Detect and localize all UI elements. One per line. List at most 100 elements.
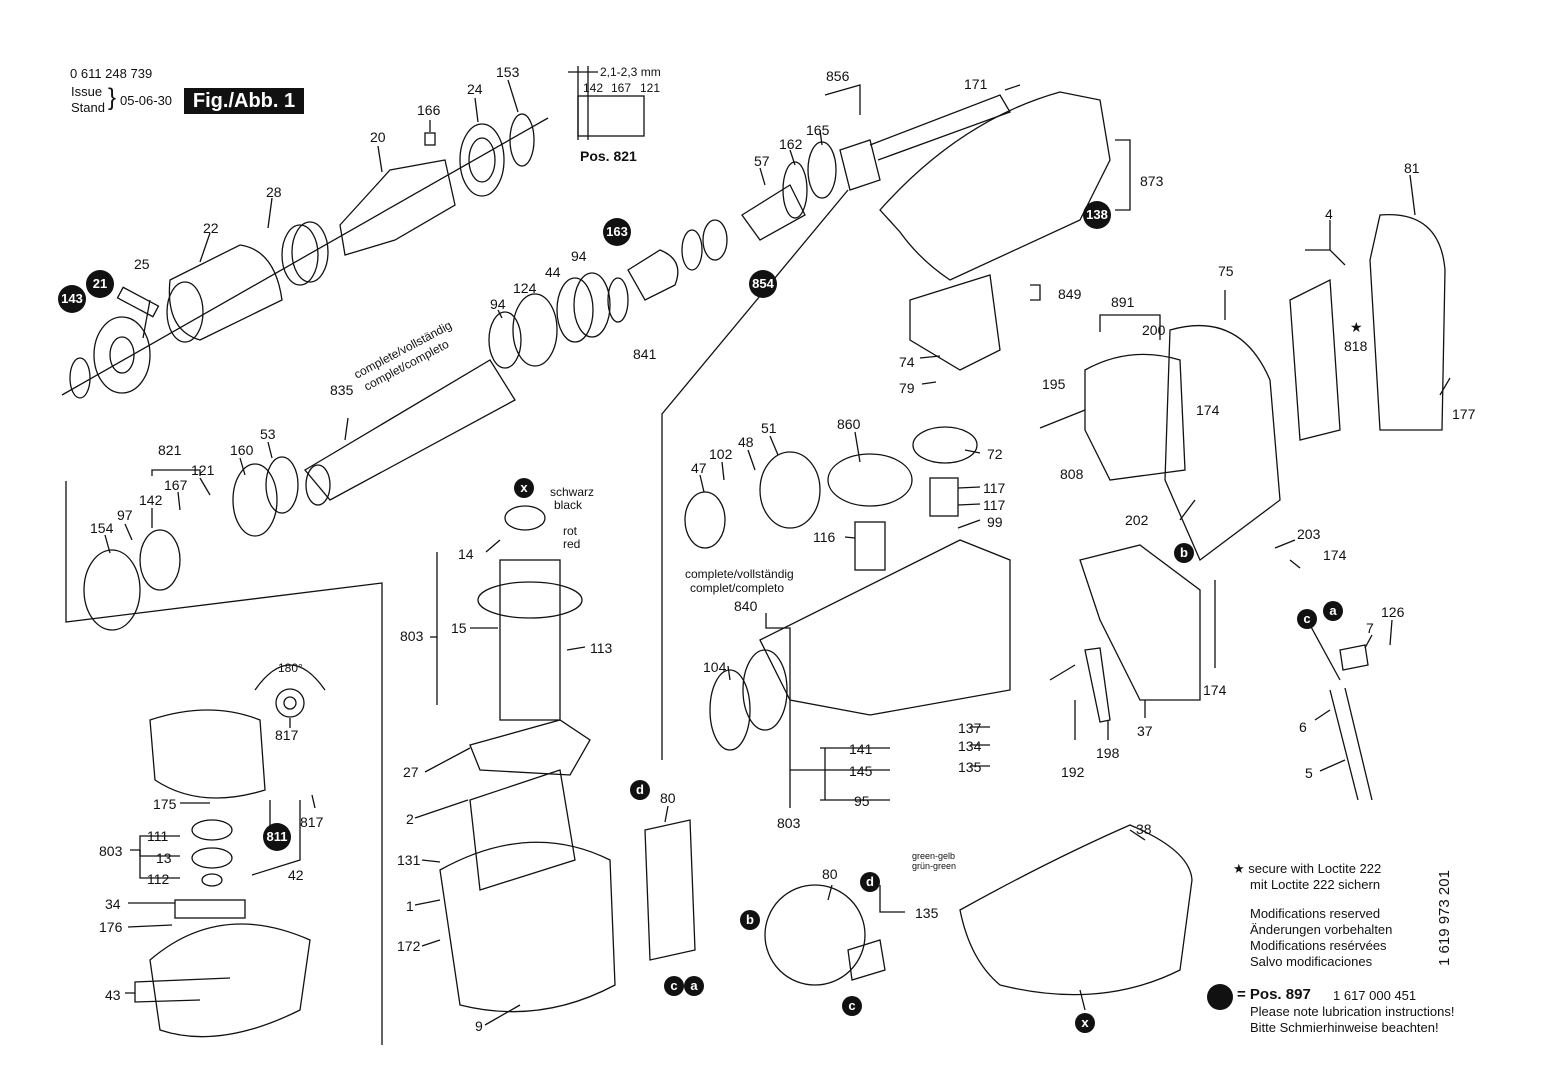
label-126: 126 [1381, 604, 1405, 620]
inset-dimension: 2,1-2,3 mm [600, 65, 661, 79]
label-808: 808 [1060, 466, 1084, 482]
label-202: 202 [1125, 512, 1149, 528]
part-brush-plate [149, 709, 266, 799]
label-48: 48 [738, 434, 754, 450]
document-number: 1 619 973 201 [1436, 870, 1453, 966]
part-piston-57 [741, 184, 806, 241]
part-case-38 [959, 824, 1193, 996]
label-79: 79 [899, 380, 915, 396]
divider-line [661, 189, 849, 760]
connector-d-top: d [630, 780, 650, 800]
label-74: 74 [899, 354, 915, 370]
part-piston-856 [839, 139, 881, 191]
label-9: 9 [475, 1018, 483, 1034]
label-15: 15 [451, 620, 467, 636]
part-ring-28 [281, 224, 319, 286]
label-94a: 94 [490, 296, 506, 312]
label-131: 131 [397, 852, 421, 868]
wire-green-yellow: green-gelb [912, 851, 956, 861]
label-113: 113 [590, 640, 613, 656]
label-124: 124 [513, 280, 537, 296]
connector-b-handle: b [1174, 543, 1194, 563]
label-51: 51 [761, 420, 777, 436]
label-166: 166 [417, 102, 441, 118]
inset-part-142: 142 [583, 81, 604, 95]
figure-label: Fig./Abb. 1 [184, 88, 304, 114]
label-24: 24 [467, 81, 483, 97]
part-112 [201, 873, 223, 887]
part-handle-81 [1369, 213, 1446, 431]
connector-c-cord: c [1297, 609, 1317, 629]
note-complete-b: complete/vollständig [685, 567, 794, 581]
label-2: 2 [406, 811, 414, 827]
part-7 [1339, 644, 1369, 671]
part-cord-5 [1329, 689, 1359, 801]
inset-caption: Pos. 821 [580, 148, 637, 164]
label-162: 162 [779, 136, 803, 152]
legend-pos-number: 1 617 000 451 [1333, 988, 1417, 1003]
label-5: 5 [1305, 765, 1313, 781]
label-72: 72 [987, 446, 1003, 462]
label-177: 177 [1452, 406, 1476, 422]
part-bearing-14 [504, 505, 546, 531]
label-44: 44 [545, 264, 561, 280]
note-complete-b2: complet/completo [690, 581, 785, 595]
divider-line [65, 481, 383, 1045]
label-38: 38 [1136, 821, 1152, 837]
part-ring-165 [807, 141, 837, 199]
label-860: 860 [837, 416, 861, 432]
part-bearing-24 [459, 123, 505, 197]
part-cap-200 [1084, 353, 1186, 481]
label-1: 1 [406, 898, 414, 914]
label-121: 121 [191, 462, 215, 478]
label-856: 856 [826, 68, 850, 84]
label-198: 198 [1096, 745, 1120, 761]
part-collar-21 [93, 316, 151, 394]
part-ring-143 [69, 357, 91, 399]
wire-red-label-en: red [563, 537, 581, 551]
part-handle-37 [1079, 544, 1201, 701]
label-135b: 135 [915, 905, 939, 921]
part-53 [265, 456, 299, 514]
stand-label: Stand [71, 100, 105, 115]
part-spindle-835 [304, 359, 516, 501]
label-81: 81 [1404, 160, 1420, 176]
wire-black-label: schwarz [550, 485, 595, 499]
inset-part-121: 121 [640, 81, 661, 95]
label-835: 835 [330, 382, 354, 398]
part-coupling-47 [684, 491, 726, 549]
part-ring-162 [782, 161, 808, 219]
label-47: 47 [691, 460, 707, 476]
label-160: 160 [230, 442, 254, 458]
part-carbon-cover-74 [909, 274, 1001, 371]
legend-lube-dot [1207, 984, 1233, 1010]
label-4: 4 [1325, 206, 1333, 222]
lube-badge-163: 163 [603, 218, 631, 246]
part-motor-housing-1 [439, 841, 616, 1013]
part-bearing-160 [232, 463, 278, 537]
legend-mod-fr: Modifications resérvées [1250, 938, 1387, 953]
part-ring-154 [83, 549, 141, 631]
label-873: 873 [1140, 173, 1164, 189]
label-94b: 94 [571, 248, 587, 264]
label-53: 53 [260, 426, 276, 442]
connector-a-cord: a [1323, 601, 1343, 621]
label-142: 142 [139, 492, 163, 508]
label-165: 165 [806, 122, 830, 138]
part-116 [854, 521, 886, 571]
label-22: 22 [203, 220, 219, 236]
label-167: 167 [164, 477, 188, 493]
label-111: 111 [147, 828, 169, 844]
part-198 [1084, 647, 1111, 723]
label-803a: 803 [400, 628, 424, 644]
label-102: 102 [709, 446, 733, 462]
part-ring-94 [488, 311, 522, 369]
label-203: 203 [1297, 526, 1321, 542]
label-34: 34 [105, 896, 121, 912]
part-135 [847, 939, 886, 981]
connector-d-detail: d [860, 872, 880, 892]
label-7: 7 [1366, 620, 1374, 636]
label-80a: 80 [660, 790, 676, 806]
legend-lube-en: Please note lubrication instructions! [1250, 1004, 1455, 1019]
